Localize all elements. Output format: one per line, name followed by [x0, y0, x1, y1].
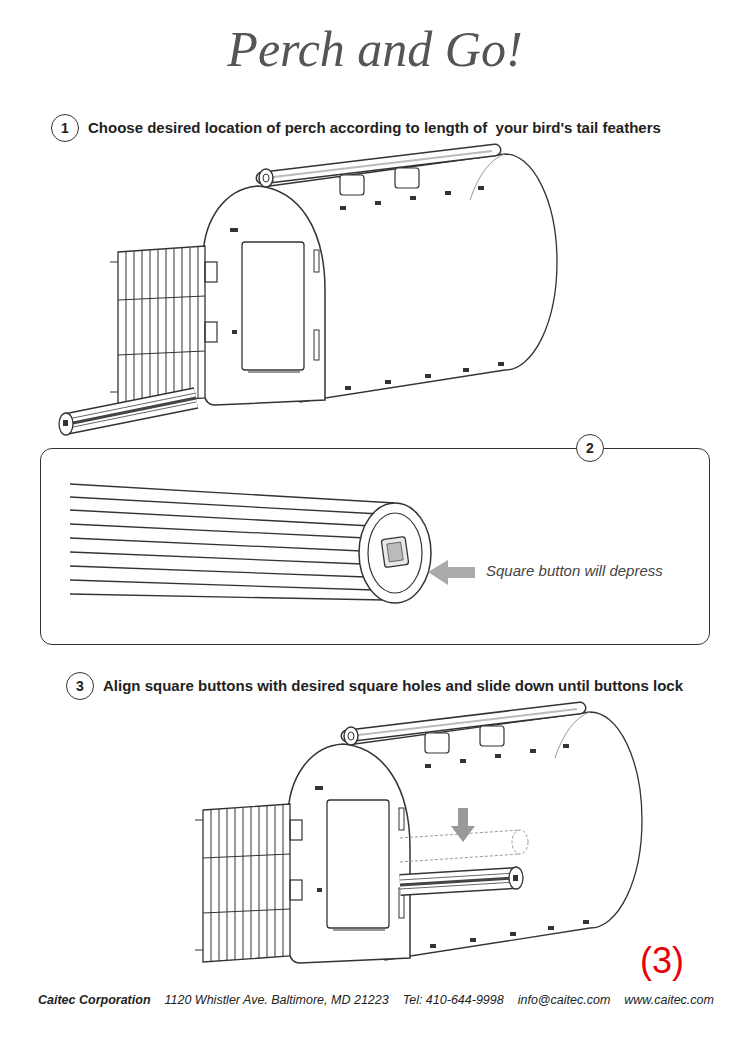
address: 1120 Whistler Ave. Baltimore, MD 21223: [165, 993, 389, 1007]
callout-number: 1: [61, 121, 69, 135]
email: info@caitec.com: [518, 993, 611, 1007]
callout-number: 3: [76, 679, 84, 693]
title: Perch and Go!: [0, 20, 750, 78]
callout-number: 2: [586, 441, 594, 455]
figure-number: (3): [640, 940, 684, 982]
step-circle: 1: [51, 114, 79, 142]
step-instruction: Choose desired location of perch accordi…: [88, 119, 661, 136]
perch-drawing: [59, 393, 196, 435]
step-circle: 2: [576, 434, 604, 462]
perch-installed: [400, 808, 528, 889]
step-circle: 3: [66, 672, 94, 700]
step-instruction: Align square buttons with desired square…: [103, 677, 683, 694]
step-panel: Square button will depress2: [40, 448, 710, 645]
company-name: Caitec Corporation: [38, 993, 151, 1007]
panel-note: Square button will depress: [486, 562, 663, 579]
website: www.caitec.com: [624, 993, 714, 1007]
perch-closeup: [70, 484, 475, 603]
phone: Tel: 410-644-9998: [403, 993, 504, 1007]
